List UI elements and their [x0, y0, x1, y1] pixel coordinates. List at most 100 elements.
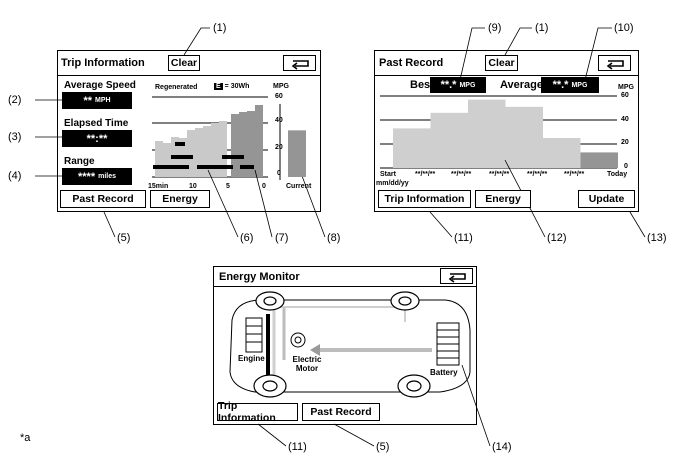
past-clear-button[interactable]: Clear — [485, 55, 518, 71]
past-date-3: **/**/** — [489, 171, 510, 178]
callout-5-trip: (5) — [117, 232, 131, 244]
best-value: **.*MPG — [430, 77, 486, 93]
past-date-2: **/**/** — [451, 171, 472, 178]
average-speed-value: **MPH — [62, 92, 132, 109]
back-button[interactable] — [283, 55, 316, 71]
past-ytick-40: 40 — [621, 116, 629, 123]
past-bars — [393, 99, 618, 168]
clear-button[interactable]: Clear — [168, 55, 200, 71]
callout-7: (7) — [275, 232, 289, 244]
back-arrow-icon — [606, 60, 624, 70]
energy-title: Energy Monitor — [219, 271, 300, 283]
back-arrow-icon — [448, 273, 466, 283]
past-title-divider — [375, 75, 638, 76]
trip-ytick-20: 20 — [275, 144, 283, 151]
trip-xtick-5: 5 — [226, 183, 230, 190]
callout-8: (8) — [327, 232, 341, 244]
trip-xtick-10: 10 — [189, 183, 197, 190]
past-title: Past Record — [379, 57, 444, 69]
past-energy-button[interactable]: Energy — [475, 190, 531, 208]
past-date-4: **/**/** — [527, 171, 548, 178]
regen-energy-icon: E — [214, 83, 223, 90]
energy-flow-arrows — [266, 300, 432, 382]
callout-12: (12) — [547, 232, 567, 244]
callout-5-energy: (5) — [376, 441, 390, 453]
trip-current-label: Current — [286, 183, 312, 190]
average-value: **.*MPG — [541, 77, 599, 93]
callout-1-trip: (1) — [213, 22, 227, 34]
regenerated-label: Regenerated — [155, 84, 198, 91]
callout-3: (3) — [8, 131, 22, 143]
past-date-5: **/**/** — [564, 171, 585, 178]
past-bar-2 — [468, 99, 506, 168]
engine-label: Engine — [238, 354, 265, 363]
elapsed-time-label: Elapsed Time — [64, 118, 129, 129]
trip-information-button[interactable]: Trip Information — [378, 190, 471, 208]
past-ytick-60: 60 — [621, 92, 629, 99]
past-bar-3 — [505, 106, 543, 168]
average-label: Average — [500, 79, 544, 91]
electric-motor-label: Electric Motor — [292, 355, 322, 373]
callout-13: (13) — [647, 232, 667, 244]
trip-xtick-0: 0 — [262, 183, 266, 190]
energy-button[interactable]: Energy — [150, 190, 210, 208]
past-start-label: Start — [380, 171, 396, 178]
trip-ytick-40: 40 — [275, 117, 283, 124]
elapsed-time-value: **:** — [62, 130, 132, 147]
energy-unit-text: = 30Wh — [224, 83, 250, 90]
update-button[interactable]: Update — [578, 190, 635, 208]
past-today-label: Today — [607, 171, 628, 178]
battery-label: Battery — [430, 368, 458, 377]
trip-mpg-label: MPG — [273, 83, 289, 90]
engine-icon — [245, 317, 263, 353]
trip-title: Trip Information — [61, 57, 145, 69]
past-bar-0 — [393, 128, 431, 168]
past-back-button[interactable] — [598, 55, 631, 71]
average-speed-label: Average Speed — [64, 80, 136, 91]
wheel-icons — [253, 291, 431, 398]
energy-back-button[interactable] — [440, 268, 473, 284]
callout-9: (9) — [488, 22, 502, 34]
energy-callout-leaders — [257, 364, 491, 447]
energy-title-divider — [214, 286, 476, 287]
regen-energy-icons — [153, 142, 254, 169]
current-mpg-bar — [288, 130, 306, 177]
footnote-a: *a — [20, 432, 31, 444]
callout-14: (14) — [492, 441, 512, 453]
callout-11-past: (11) — [454, 232, 473, 244]
callout-4: (4) — [8, 170, 22, 182]
callout-11-energy: (11) — [288, 441, 307, 453]
past-date-format: mm/dd/yy — [376, 180, 409, 187]
energy-past-record-button[interactable]: Past Record — [302, 403, 380, 421]
past-record-button[interactable]: Past Record — [60, 190, 146, 208]
electric-motor-icon — [290, 332, 306, 348]
trip-recent-bars — [231, 105, 263, 177]
callout-6: (6) — [240, 232, 254, 244]
energy-unit-legend: E = 30Wh — [214, 83, 249, 90]
past-date-1: **/**/** — [415, 171, 436, 178]
range-label: Range — [64, 156, 95, 167]
past-bar-1 — [430, 112, 468, 168]
trip-xtick-15min: 15min — [148, 183, 169, 190]
battery-icon — [436, 322, 460, 366]
callout-1-past: (1) — [535, 22, 549, 34]
past-bar-5 — [580, 152, 618, 168]
trip-ytick-0: 0 — [277, 170, 281, 177]
callout-2: (2) — [8, 94, 22, 106]
vehicle-outline — [229, 299, 471, 393]
past-ytick-0: 0 — [624, 163, 628, 170]
trip-ytick-60: 60 — [275, 93, 283, 100]
trip-current-bar-group — [288, 130, 306, 177]
back-arrow-icon — [291, 60, 309, 70]
best-label: Best — [410, 79, 434, 91]
range-value: ****miles — [62, 168, 132, 185]
past-ytick-20: 20 — [621, 139, 629, 146]
callout-10: (10) — [614, 22, 634, 34]
trip-title-divider — [58, 75, 320, 76]
past-bar-4 — [543, 138, 581, 168]
past-mpg-label: MPG — [618, 84, 634, 91]
